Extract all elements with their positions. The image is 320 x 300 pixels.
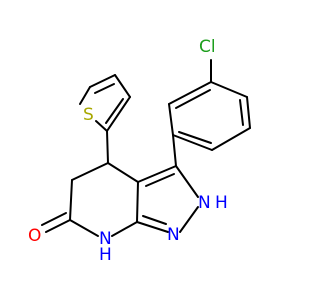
bond-c3-n2 [175,165,199,198]
bond-th-c2-s [95,120,108,132]
bond-c6-o-b [41,212,67,226]
bond-ph-inner-1 [175,89,211,109]
bond-ph-2 [168,103,174,136]
bond-th-c5-c4 [89,74,116,88]
atom-cl: Cl [199,37,216,57]
bond-ph-4 [211,127,251,151]
bond-c4-c5 [71,162,109,181]
atom-n-bot: N [99,229,112,249]
bond-c3a-c3-inner [145,173,175,187]
bond-th-c3-c2 [106,96,131,132]
atom-h-top: H [215,193,228,213]
bond-n1-c7a [136,221,169,233]
bonds [41,59,251,237]
bond-c7a-c3a [136,181,139,223]
bond-c6-n7 [69,219,99,237]
bond-th-c4-c3 [114,74,131,98]
bond-c6-o-a [45,219,71,233]
bond-ph-3 [172,134,213,151]
atom-n-top: N [198,193,211,213]
bond-ph-inner-2 [178,131,212,144]
bond-th-s-c5 [79,86,91,105]
bond-c5-c6 [69,179,73,221]
atom-h-bot: H [99,245,112,265]
molecule-canvas: Cl S N H N N H O [28,37,251,265]
atom-o: O [28,226,41,246]
bond-c4-th [106,130,109,164]
bond-n2-n1 [179,206,199,233]
atom-s: S [83,105,94,125]
structure-diagram: Cl S N H N N H O [28,37,251,265]
bond-ph-5 [246,96,251,129]
bond-ph-6 [210,81,248,98]
atom-n-mid: N [167,225,180,245]
bond-n7-c7a [111,221,138,237]
bond-c7a-n1-inner [142,215,167,225]
bond-c3a-c3 [137,165,177,183]
bond-ph-c3 [172,134,177,167]
atom-labels: Cl S N H N N H O [28,37,228,265]
bond-c3a-c4 [107,162,139,183]
bond-ph-1 [168,81,212,105]
bond-th-inner-1 [94,83,115,94]
bond-th-inner-2 [105,98,124,124]
bond-ph-inner-3 [239,99,244,126]
